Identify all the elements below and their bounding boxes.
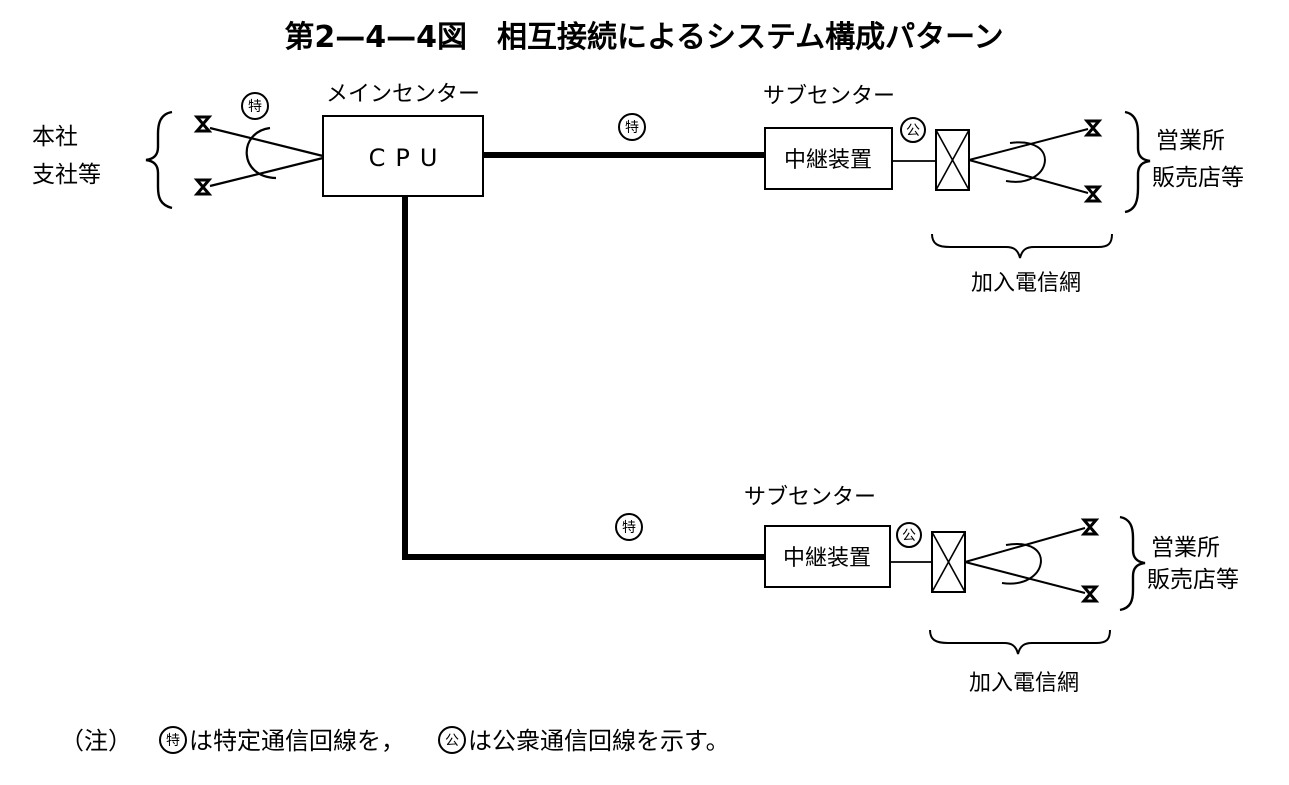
head-office-terminal-icon xyxy=(195,178,211,196)
branch-label-line2: 販売店等 xyxy=(1147,567,1239,593)
tokutei-mark-text: 特 xyxy=(622,520,636,536)
network-brace xyxy=(929,629,1111,655)
branch-line xyxy=(968,128,1089,161)
exchange-cross xyxy=(931,531,966,593)
network-label: 加入電信網 xyxy=(971,271,1081,296)
branch-brace xyxy=(1124,110,1151,214)
tokutei-mark-text: 特 xyxy=(248,99,262,115)
sub-center-upper: サブセンター 中継装置 公 営業所 販売店等 加入電信網 xyxy=(763,84,1244,296)
network-brace xyxy=(931,233,1113,259)
kosyu-mark-icon xyxy=(896,522,922,548)
head-office-line xyxy=(209,156,324,188)
branch-label-line1: 営業所 xyxy=(1156,128,1225,154)
branch-line xyxy=(964,561,1086,594)
head-office-label-line2: 支社等 xyxy=(32,162,101,188)
note-prefix: （注） xyxy=(60,727,132,755)
branch-label-line2: 販売店等 xyxy=(1152,165,1244,191)
relay-box xyxy=(764,127,893,190)
sub-center-label: サブセンター xyxy=(763,84,895,109)
note-text-tokutei: は特定通信回線を， xyxy=(189,727,405,755)
tokutei-mark-icon xyxy=(615,513,643,541)
kosyu-mark-text: 公 xyxy=(902,528,916,544)
tokutei-mark-icon xyxy=(159,726,187,754)
head-office-terminal-icon xyxy=(195,115,211,133)
head-office-line xyxy=(209,126,324,158)
main-center-label: メインセンター xyxy=(326,82,480,107)
sub-center-lower: サブセンター 中継装置 公 営業所 販売店等 加入電信網 xyxy=(744,485,1239,696)
tokutei-mark-text: 特 xyxy=(166,733,180,749)
kosyu-mark-icon xyxy=(900,117,926,143)
exchange-cross xyxy=(935,129,970,191)
cpu-box xyxy=(322,115,484,197)
branch-label-line1: 営業所 xyxy=(1151,535,1220,561)
branch-loop-arc xyxy=(1001,542,1042,585)
kosyu-mark-icon xyxy=(438,726,466,754)
relay-box xyxy=(764,525,891,588)
relay-label: 中継装置 xyxy=(784,148,872,173)
network-label: 加入電信網 xyxy=(969,671,1079,696)
branch-terminal-icon xyxy=(1082,585,1098,603)
branch-loop-arc xyxy=(1005,141,1046,183)
dedicated-line-lower xyxy=(402,196,765,560)
branch-line xyxy=(968,159,1089,194)
branch-brace xyxy=(1119,515,1146,612)
branch-terminal-icon xyxy=(1082,518,1098,536)
head-office-label-line1: 本社 xyxy=(32,124,78,150)
sub-center-label: サブセンター xyxy=(744,485,876,510)
page-title: 第2—4—4図 相互接続によるシステム構成パターン xyxy=(284,20,1003,55)
relay-label: 中継装置 xyxy=(783,546,871,571)
cpu-label: CPU xyxy=(369,144,448,172)
head-office-brace xyxy=(145,110,173,210)
kosyu-mark-text: 公 xyxy=(906,123,920,139)
note-text-kosyu: は公衆通信回線を示す。 xyxy=(468,727,730,755)
kosyu-mark-text: 公 xyxy=(445,733,459,749)
tokutei-mark-icon xyxy=(618,113,646,141)
footnote: （注） 特 は特定通信回線を， 公 は公衆通信回線を示す。 xyxy=(60,726,730,755)
tokutei-mark-text: 特 xyxy=(625,120,639,136)
tokutei-mark-icon xyxy=(241,92,269,120)
branch-terminal-icon xyxy=(1085,119,1101,137)
branch-terminal-icon xyxy=(1085,185,1101,203)
head-office-loop-arc xyxy=(245,126,277,180)
